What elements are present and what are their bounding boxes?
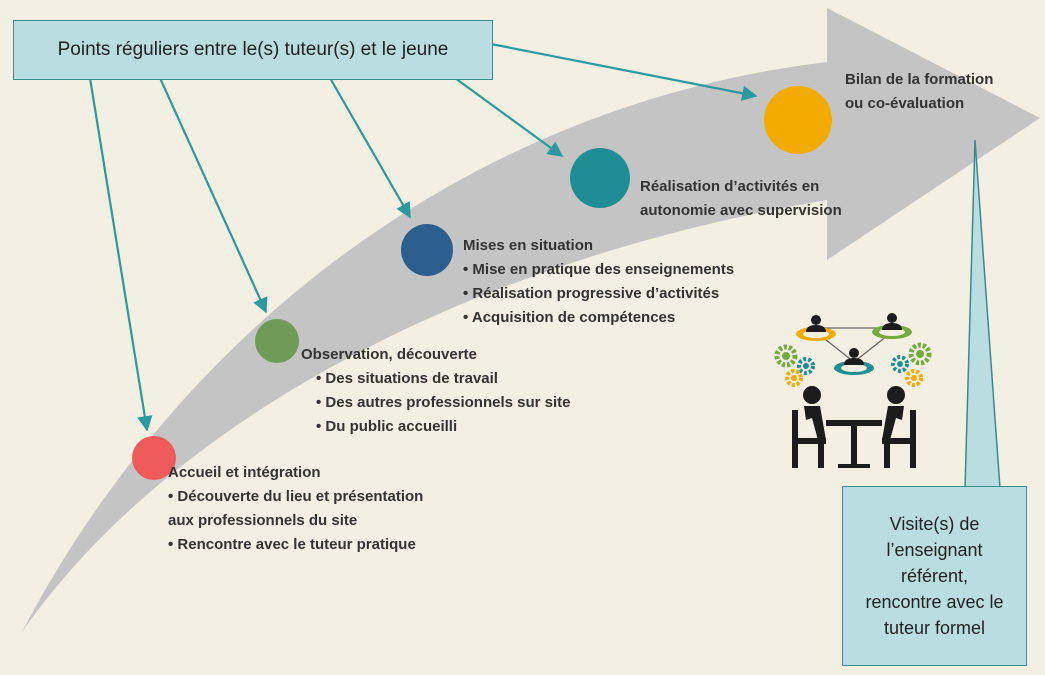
side-callout-line: Visite(s) de	[889, 514, 980, 534]
stage-item: • Des situations de travail	[316, 370, 498, 387]
side-callout-pointer	[964, 139, 1001, 489]
stage-item: • Réalisation progressive d’activités	[463, 285, 720, 302]
stage-item: aux professionnels du site	[168, 512, 358, 529]
stage-item: • Acquisition de compétences	[463, 309, 676, 326]
side-callout-line: rencontre avec le	[865, 592, 1004, 612]
stage-item: autonomie avec supervision	[640, 202, 842, 219]
side-callout-text: Visite(s) de l’enseignant référent, renc…	[865, 511, 1003, 641]
stage-item: • Mise en pratique des enseignements	[463, 261, 735, 278]
stage-circle-mises	[401, 224, 453, 276]
stage-title: Accueil et intégration	[168, 464, 321, 481]
stage-circle-realisation	[570, 148, 630, 208]
side-callout-line: tuteur formel	[883, 618, 986, 638]
stage-label-observation: Observation, découverte • Des situations…	[301, 343, 571, 439]
progress-arrow	[22, 8, 1040, 632]
side-callout-line: l’enseignant	[886, 540, 983, 560]
side-callout-box: Visite(s) de l’enseignant référent, renc…	[842, 486, 1027, 666]
side-callout-line: référent,	[900, 566, 969, 586]
stage-item: • Du public accueilli	[316, 418, 458, 435]
stage-label-realisation: Réalisation d’activités en autonomie ave…	[640, 175, 842, 223]
stage-label-mises: Mises en situation • Mise en pratique de…	[463, 234, 734, 330]
top-callout-box: Points réguliers entre le(s) tuteur(s) e…	[13, 20, 493, 80]
stage-title: Réalisation d’activités en	[640, 178, 820, 195]
connector-line-observation	[158, 77, 268, 314]
stage-circle-accueil	[132, 436, 176, 480]
stage-circle-observation	[255, 319, 299, 363]
stage-circle-bilan	[764, 86, 832, 154]
connector-line-realisation	[454, 77, 564, 157]
stage-label-accueil: Accueil et intégration • Découverte du l…	[168, 461, 423, 557]
connector-line-bilan	[490, 42, 758, 101]
connector-line-mises	[329, 77, 411, 219]
connector-line-accueil	[88, 77, 153, 432]
stage-title: Bilan de la formation	[845, 71, 994, 88]
stage-item: ou co-évaluation	[845, 95, 965, 112]
stage-title: Mises en situation	[463, 237, 594, 254]
stage-item: • Des autres professionnels sur site	[316, 394, 571, 411]
stage-item: • Rencontre avec le tuteur pratique	[168, 536, 416, 553]
stage-label-bilan: Bilan de la formation ou co-évaluation	[845, 68, 993, 116]
top-callout-text: Points réguliers entre le(s) tuteur(s) e…	[57, 39, 449, 60]
stage-item: • Découverte du lieu et présentation	[168, 488, 424, 505]
meeting-illustration-icon	[774, 313, 932, 468]
stage-title: Observation, découverte	[301, 346, 477, 363]
